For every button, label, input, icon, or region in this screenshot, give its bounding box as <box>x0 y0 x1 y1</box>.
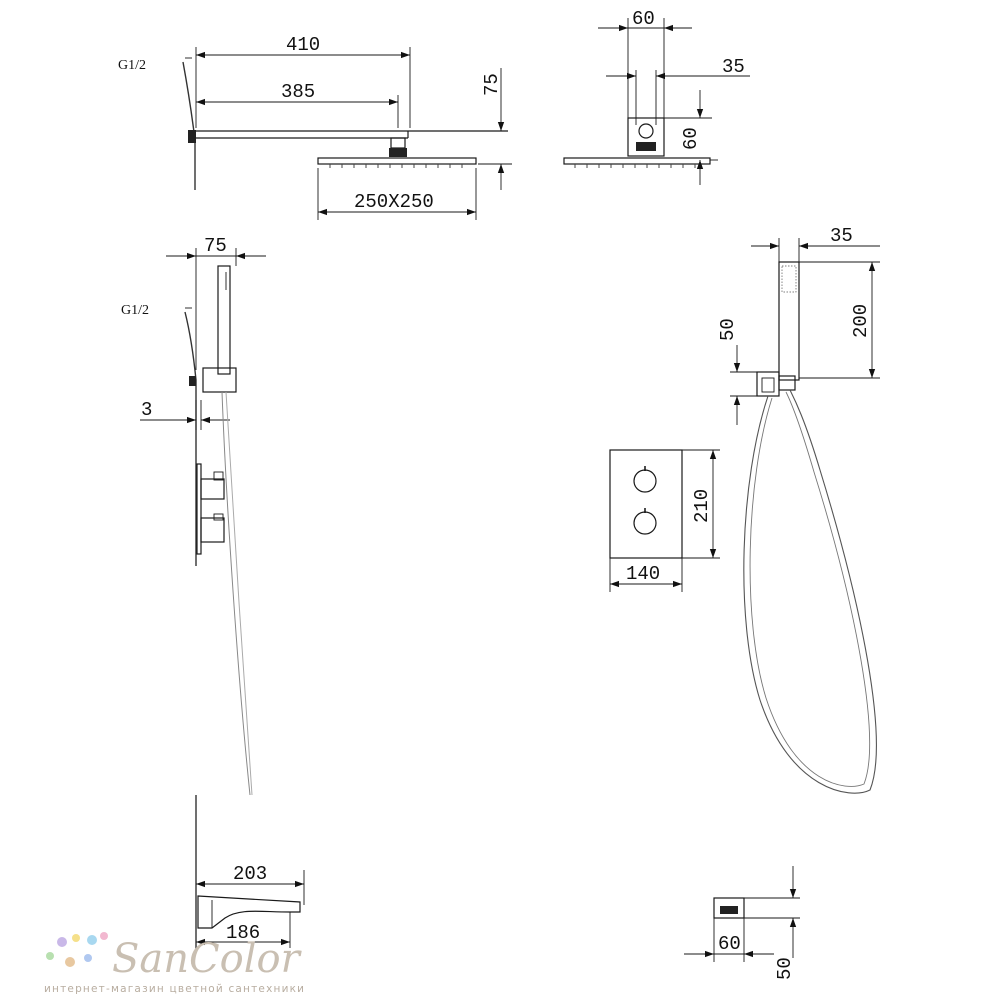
ball-joint <box>389 148 407 157</box>
dim-label-50-bracket: 50 <box>717 318 739 341</box>
connection-label: G1/2 <box>118 58 146 73</box>
connection-label-2: G1/2 <box>121 303 149 318</box>
mixer-panel-front <box>609 449 683 559</box>
hose-line-1 <box>221 391 251 796</box>
dim-label-3: 3 <box>141 399 152 421</box>
hose-line-2 <box>225 391 253 796</box>
dim-label-60-top: 60 <box>632 8 655 30</box>
spray-face <box>781 265 797 293</box>
dim-label-60-spout: 60 <box>718 933 741 955</box>
spout-side-view: 203 186 <box>195 795 305 950</box>
hand-shower-front <box>778 261 800 381</box>
dim-label-35-hand: 35 <box>830 225 853 247</box>
hand-shower-front-view: 35 200 50 210 <box>609 225 880 794</box>
wall-flange <box>188 130 196 143</box>
dim-label-60-side: 60 <box>680 127 702 150</box>
hose-loop-inner <box>749 391 871 787</box>
logo-dot <box>65 957 75 967</box>
wall-outlet <box>189 376 196 386</box>
shower-head-side-view: G1/2 410 385 75 <box>118 34 512 220</box>
rain-head-plate-front <box>563 157 711 165</box>
dim-label-385: 385 <box>281 81 315 103</box>
brand-logo: SanColor интернет-магазин цветной сантех… <box>44 932 305 995</box>
swivel-joint <box>636 142 656 151</box>
rain-head-plate <box>317 157 477 165</box>
dim-label-250: 250X250 <box>354 191 434 213</box>
dim-label-140: 140 <box>626 563 660 585</box>
knob-lower-side <box>200 517 225 543</box>
knob-upper-front <box>633 469 657 493</box>
arm-end-circle <box>638 123 654 139</box>
logo-dot <box>72 934 80 942</box>
logo-dot <box>84 954 92 962</box>
dim-label-203: 203 <box>233 863 267 885</box>
spout-front-body <box>713 897 745 919</box>
dim-label-75-holder: 75 <box>204 235 227 257</box>
logo-text: SanColor <box>112 936 303 982</box>
dim-label-50-spout: 50 <box>774 957 796 980</box>
hose-loop-outer <box>743 389 877 794</box>
knob-lower-front <box>633 511 657 535</box>
dim-label-35-top: 35 <box>722 56 745 78</box>
nozzles <box>329 164 463 168</box>
logo-tagline: интернет-магазин цветной сантехники <box>44 983 305 995</box>
knob-upper-side <box>200 478 225 500</box>
arm-end-block <box>627 117 665 157</box>
logo-dot <box>46 952 54 960</box>
logo-dot <box>57 937 67 947</box>
dim-label-410: 410 <box>286 34 320 56</box>
dim-label-200: 200 <box>850 304 872 338</box>
logo-dot <box>100 932 108 940</box>
dim-label-186: 186 <box>226 922 260 944</box>
nozzles-front <box>574 164 696 168</box>
dim-label-75: 75 <box>481 73 503 96</box>
spout-body <box>197 895 301 929</box>
logo-dot <box>87 935 97 945</box>
shower-head-front-view: 60 35 60 <box>563 8 750 185</box>
mixer-panel-side <box>196 463 202 555</box>
logo-dots <box>46 932 108 967</box>
bracket-connector <box>778 375 796 391</box>
dim-label-210: 210 <box>691 489 713 523</box>
spout-front-view: 60 50 <box>684 866 800 980</box>
wall-line-2 <box>184 311 197 566</box>
hand-shower-body <box>217 265 231 375</box>
arm-connector <box>390 137 406 149</box>
wall-line <box>182 61 196 190</box>
holder-bracket <box>202 367 237 393</box>
hand-shower-side-view: G1/2 75 3 <box>121 235 266 796</box>
spout-outlet <box>720 906 738 914</box>
